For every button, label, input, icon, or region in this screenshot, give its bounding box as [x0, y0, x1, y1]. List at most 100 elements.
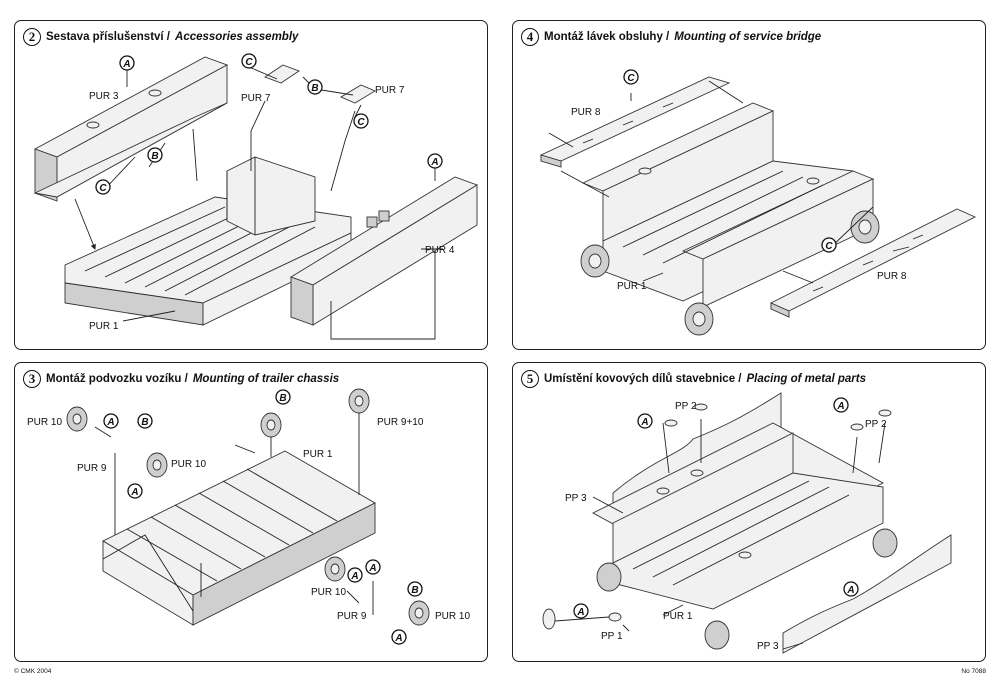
trailer-chassis-drawing: PUR 10 PUR 10 PUR 9 PUR 1 PUR 9+10 PUR 1… — [27, 388, 470, 645]
panel-header: 5 Umístění kovových dílů stavebnice / Pl… — [521, 370, 866, 388]
title-cz: Montáž lávek obsluhy / — [544, 31, 670, 43]
wheel — [596, 562, 622, 592]
wheel — [872, 528, 898, 558]
wheel-left-top — [66, 406, 88, 432]
panel-trailer-chassis: 3 Montáž podvozku vozíku / Mounting of t… — [14, 362, 488, 662]
svg-text:C: C — [825, 241, 833, 252]
svg-text:A: A — [640, 417, 648, 428]
panel-header: 4 Montáž lávek obsluhy / Mounting of ser… — [521, 28, 821, 46]
tag-b: B — [275, 389, 291, 405]
title-cz: Sestava příslušenství / — [46, 31, 171, 43]
label-pur4: PUR 4 — [425, 245, 455, 256]
wheel — [580, 244, 610, 278]
service-bridge-drawing: PUR 8 PUR 1 PUR 8 C C — [539, 69, 977, 336]
tag-a: A — [127, 483, 143, 499]
title-cz: Montáž podvozku vozíku / — [46, 373, 188, 385]
label-pp3-bottom: PP 3 — [757, 641, 779, 652]
svg-text:A: A — [106, 417, 114, 428]
svg-text:A: A — [122, 59, 130, 70]
tag-a: A — [347, 567, 363, 583]
label-pp3-top: PP 3 — [565, 493, 587, 504]
title-en: Placing of metal parts — [746, 373, 866, 385]
step-number: 3 — [23, 370, 41, 388]
svg-text:A: A — [836, 401, 844, 412]
label-pur9-left: PUR 9 — [77, 463, 107, 474]
title-en: Mounting of trailer chassis — [192, 373, 340, 385]
svg-text:A: A — [576, 607, 584, 618]
label-pp2-left: PP 2 — [675, 401, 697, 412]
tag-b: B — [137, 413, 153, 429]
document-code: No 7088 — [961, 668, 986, 675]
title-cz: Umístění kovových dílů stavebnice / — [544, 373, 742, 385]
pur1-trailer — [581, 102, 875, 308]
label-pur1: PUR 1 — [89, 321, 119, 332]
pur8-plank-bottom — [769, 208, 977, 318]
tag-c: C — [241, 53, 257, 69]
label-pur8-top: PUR 8 — [571, 107, 601, 118]
pur7-part-left — [264, 64, 300, 84]
label-pur1: PUR 1 — [663, 611, 693, 622]
tag-a: A — [573, 603, 589, 619]
pur7-part-right — [340, 84, 376, 104]
tag-c: C — [95, 179, 111, 195]
wheel — [684, 302, 714, 336]
svg-text:A: A — [368, 563, 376, 574]
svg-text:C: C — [627, 73, 635, 84]
label-pur10-left: PUR 10 — [27, 417, 62, 428]
step-number: 4 — [521, 28, 539, 46]
panel-metal-parts: 5 Umístění kovových dílů stavebnice / Pl… — [512, 362, 986, 662]
panel-header: 2 Sestava příslušenství / Accessories as… — [23, 28, 298, 46]
wheel-top-center — [260, 412, 282, 438]
wheel-left-mid — [146, 452, 168, 478]
pur1-deck — [64, 156, 352, 326]
tag-a: A — [427, 153, 443, 169]
tag-b: B — [407, 581, 423, 597]
step-number: 2 — [23, 28, 41, 46]
tag-c: C — [623, 69, 639, 85]
panel-header: 3 Montáž podvozku vozíku / Mounting of t… — [23, 370, 339, 388]
svg-text:A: A — [394, 633, 402, 644]
svg-text:B: B — [151, 151, 158, 162]
label-pur10-bottom: PUR 10 — [311, 587, 346, 598]
svg-text:A: A — [350, 571, 358, 582]
pp3-railing-bottom — [782, 534, 952, 654]
label-pp2-right: PP 2 — [865, 419, 887, 430]
tag-a: A — [103, 413, 119, 429]
pur8-plank-top — [539, 76, 731, 168]
svg-text:B: B — [311, 83, 318, 94]
wheel-top-right — [348, 388, 370, 414]
tag-a: A — [365, 559, 381, 575]
tag-b: B — [307, 79, 323, 95]
panel-service-bridge: 4 Montáž lávek obsluhy / Mounting of ser… — [512, 20, 986, 350]
svg-text:A: A — [846, 585, 854, 596]
metal-parts-drawing: PP 2 PP 2 PP 3 PP 1 PUR 1 PP 3 A A A A — [542, 392, 952, 654]
label-pur8-bottom: PUR 8 — [877, 271, 907, 282]
pur4-part — [289, 176, 479, 326]
wheel-bottom-left — [324, 556, 346, 582]
label-pur1: PUR 1 — [303, 449, 333, 460]
title-en: Mounting of service bridge — [674, 31, 822, 43]
tag-c: C — [353, 113, 369, 129]
panel-accessories-assembly: 2 Sestava příslušenství / Accessories as… — [14, 20, 488, 350]
wheel-bottom-right — [408, 600, 430, 626]
tag-b: B — [147, 147, 163, 163]
svg-text:C: C — [357, 117, 365, 128]
svg-text:B: B — [279, 393, 286, 404]
label-pur9-bottom: PUR 9 — [337, 611, 367, 622]
tag-a: A — [843, 581, 859, 597]
pur3-part — [33, 56, 229, 202]
label-pur10-mid: PUR 10 — [171, 459, 206, 470]
svg-text:B: B — [141, 417, 148, 428]
label-pur3: PUR 3 — [89, 91, 119, 102]
svg-text:C: C — [245, 57, 253, 68]
wheel — [704, 620, 730, 650]
label-pur7-left: PUR 7 — [241, 93, 271, 104]
label-pp1: PP 1 — [601, 631, 623, 642]
tag-a: A — [119, 55, 135, 71]
label-pur9-10: PUR 9+10 — [377, 417, 424, 428]
svg-text:B: B — [411, 585, 418, 596]
title-en: Accessories assembly — [175, 31, 299, 43]
pur1-trailer — [592, 422, 884, 610]
tag-a: A — [391, 629, 407, 645]
tag-a: A — [833, 397, 849, 413]
